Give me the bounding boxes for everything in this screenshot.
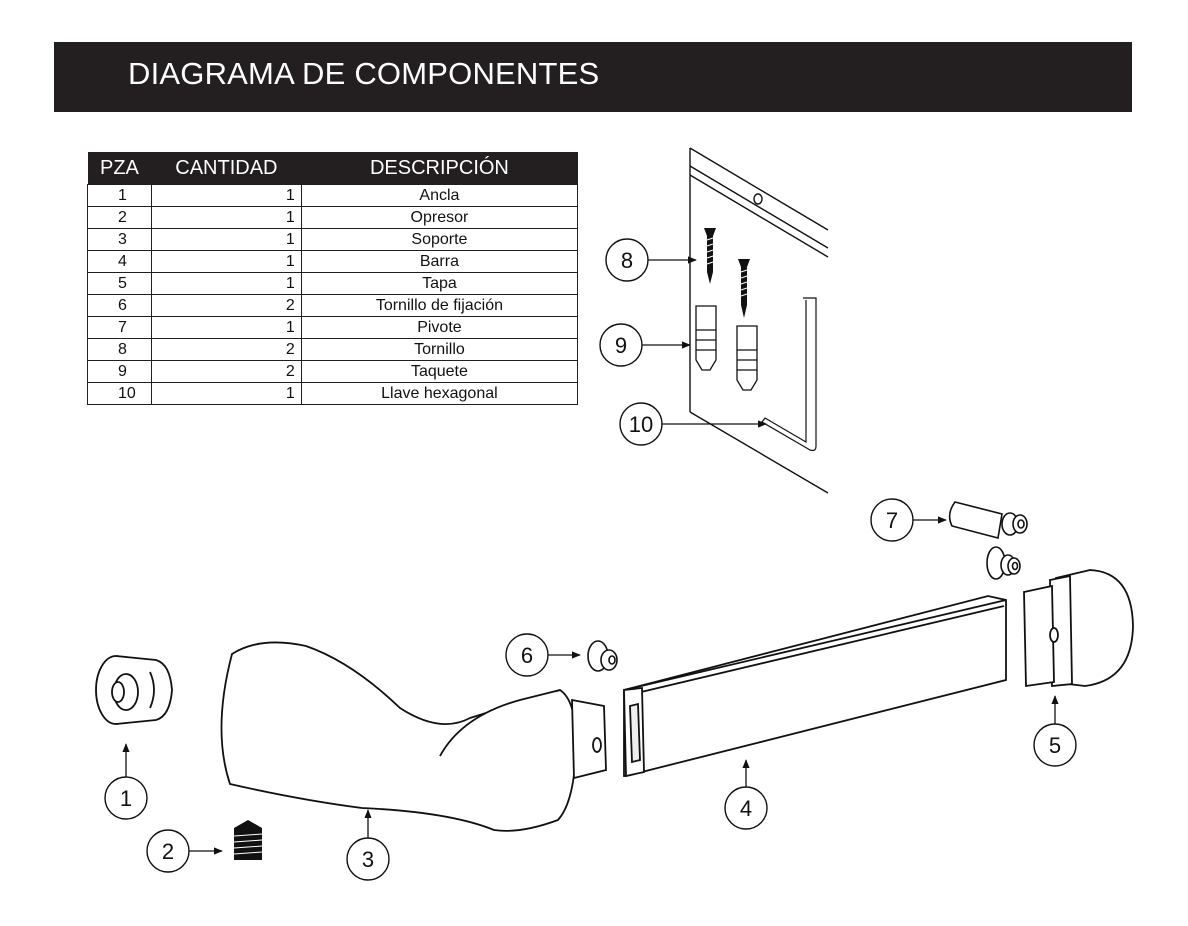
screw-icon <box>704 228 750 318</box>
callout-2-circle <box>146 829 190 873</box>
callout-1-circle <box>104 776 148 820</box>
end-cap-icon <box>1023 569 1134 688</box>
pivot-icon <box>948 501 1028 539</box>
callout-3-label: 3 <box>362 847 374 872</box>
callout-10-label: 10 <box>629 412 653 437</box>
bar-icon <box>623 595 1007 778</box>
callout-6-label: 6 <box>521 643 533 668</box>
callout-4-circle <box>724 786 768 830</box>
cell-cantidad: 1 <box>150 382 302 405</box>
cell-descripcion: Llave hexagonal <box>300 382 579 405</box>
header-banner: DIAGRAMA DE COMPONENTES <box>54 42 1132 112</box>
callout-9-circle <box>599 323 643 367</box>
wall-hole <box>753 193 763 205</box>
callout-7-circle <box>870 498 914 542</box>
grub-screw-threads <box>233 833 263 855</box>
callout-9-label: 9 <box>615 333 627 358</box>
set-screw-icon <box>587 640 618 672</box>
washer-icon <box>986 546 1021 580</box>
screw-thread-lines <box>706 237 748 297</box>
callout-10-circle <box>619 402 663 446</box>
callout-5-circle <box>1033 723 1077 767</box>
cell-descripcion: Barra <box>300 250 579 273</box>
callout-8-circle <box>605 238 649 282</box>
column-header-cantidad: CANTIDAD <box>151 152 302 185</box>
page-title: DIAGRAMA DE COMPONENTES <box>128 56 600 91</box>
cell-descripcion: Soporte <box>300 228 579 251</box>
table-header-row: PZA CANTIDAD DESCRIPCIÓN <box>87 152 578 185</box>
callout-5-label: 5 <box>1049 733 1061 758</box>
callout-6-circle <box>505 633 549 677</box>
anchor-icon <box>95 655 173 725</box>
bracket-icon <box>220 641 607 832</box>
callout-8-label: 8 <box>621 248 633 273</box>
callout-2-label: 2 <box>162 839 174 864</box>
callout-7-label: 7 <box>886 508 898 533</box>
hex-key-icon <box>761 297 817 452</box>
column-header-pza: PZA <box>87 152 152 185</box>
grub-screw-icon <box>234 820 262 860</box>
wall-section <box>689 147 829 494</box>
column-header-descripcion: DESCRIPCIÓN <box>301 152 578 185</box>
callout-3-circle <box>346 837 390 881</box>
wall-plug-ribs <box>696 329 757 371</box>
callout-1-label: 1 <box>120 786 132 811</box>
callout-4-label: 4 <box>740 796 752 821</box>
wall-plug-icon <box>695 305 758 391</box>
